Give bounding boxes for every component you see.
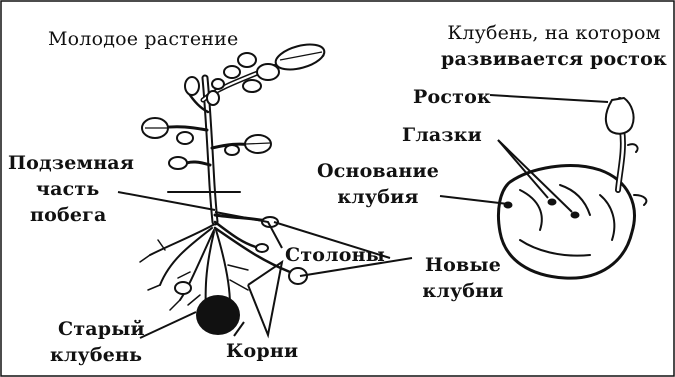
label-young-plant: Молодое растение — [48, 28, 238, 50]
label-stolons: Столоны — [285, 244, 385, 266]
label-new-tubers-line2: клубни — [418, 280, 508, 302]
sprouting-tuber-drawing — [498, 98, 646, 278]
label-new-tubers-line1: Новые — [418, 254, 508, 276]
label-underground-line3: побега — [30, 204, 107, 226]
label-tuber-sprout-line1: Клубень, на котором — [438, 22, 670, 44]
label-tuber-base-line1: Основание — [316, 160, 440, 182]
leaves — [142, 40, 327, 169]
label-old-tuber-line2: клубень — [50, 344, 142, 366]
label-tuber-base-line2: клубия — [316, 186, 440, 208]
label-underground-line1: Подземная — [8, 152, 134, 174]
label-eyes: Глазки — [402, 124, 482, 146]
old-tuber-shape — [196, 295, 240, 335]
label-tuber-sprout-line2: развивается росток — [438, 48, 670, 70]
label-roots: Корни — [226, 340, 298, 362]
label-sprout: Росток — [413, 86, 491, 108]
label-underground-line2: часть — [36, 178, 99, 200]
label-old-tuber-line1: Старый — [58, 318, 145, 340]
